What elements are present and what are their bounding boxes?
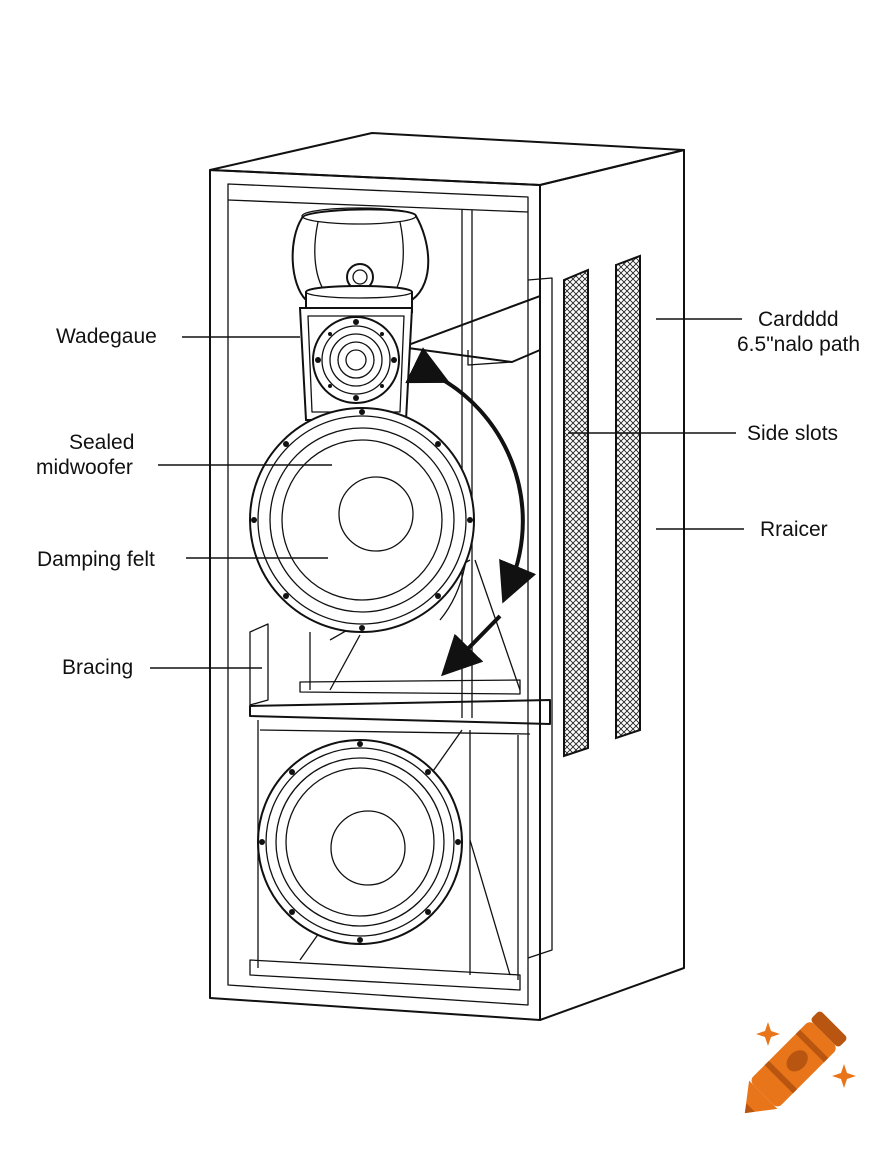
label-sealed-midwoofer-line1: Sealed	[69, 431, 134, 454]
label-cardddd-line2: 6.5"nalo path	[737, 333, 860, 356]
label-bracing: Bracing	[62, 656, 133, 679]
label-sealed-midwoofer-line2: midwoofer	[36, 456, 133, 479]
airflow-arrows	[405, 347, 537, 677]
waveguide-horn	[291, 207, 430, 313]
labels: Wadegaue Sealed midwoofer Damping felt B…	[36, 308, 860, 679]
side-slots	[563, 254, 641, 758]
label-cardddd-line1: Cardddd	[758, 308, 839, 331]
tweeter	[298, 307, 414, 421]
lower-woofer	[257, 739, 463, 945]
midwoofer	[249, 407, 475, 633]
crayon-logo-icon	[744, 1011, 847, 1114]
label-damping-felt: Damping felt	[37, 548, 155, 571]
label-side-slots: Side slots	[747, 422, 838, 445]
label-wadegaue: Wadegaue	[56, 325, 157, 348]
label-rraicer: Rraicer	[760, 518, 828, 541]
sparkle-icon	[756, 1022, 856, 1088]
leader-lines	[150, 318, 744, 669]
